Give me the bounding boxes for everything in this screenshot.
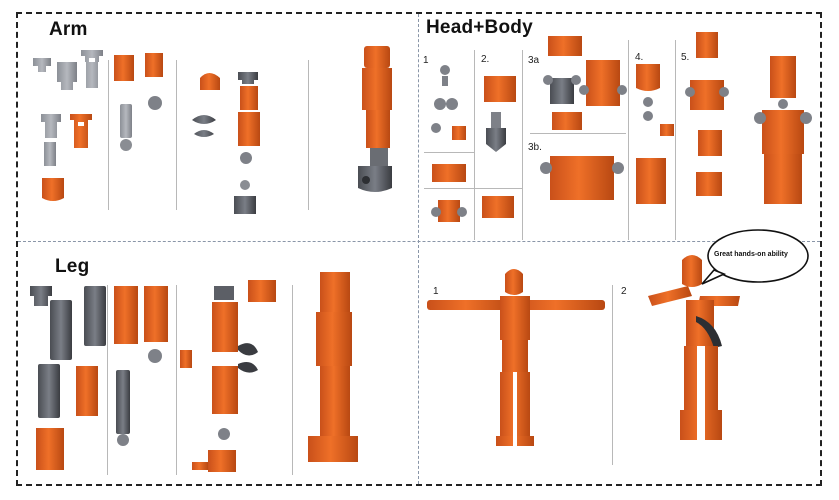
hb-step-2-parts — [482, 76, 516, 218]
leg-step-3-parts — [180, 280, 276, 472]
hb-assembled — [754, 56, 812, 204]
speech-bubble — [701, 229, 809, 285]
arm-section-title: Arm — [49, 19, 88, 40]
pose-step-2: 2 — [621, 286, 627, 297]
hb-step-1: 1 — [423, 55, 429, 66]
leg-section-title: Leg — [55, 256, 90, 277]
hb-step-3b: 3b. — [528, 142, 542, 153]
arm-step-separator — [108, 60, 109, 210]
hb-step-4-parts — [636, 64, 674, 204]
arm-step-separator — [308, 60, 309, 210]
instruction-frame — [16, 12, 822, 486]
arm-assembled — [358, 46, 392, 192]
hb-step-3a-parts — [543, 36, 627, 130]
arm-step-1-parts — [33, 50, 103, 201]
hb-step-separator — [675, 40, 676, 240]
leg-step-separator — [176, 285, 177, 475]
hb-step-separator — [628, 40, 629, 240]
hb-step-2: 2. — [481, 54, 490, 65]
arm-step-2-parts — [114, 53, 163, 151]
leg-step-separator — [292, 285, 293, 475]
arm-step-separator — [176, 60, 177, 210]
pose-step-1: 1 — [433, 286, 439, 297]
arm-step-3-parts — [192, 72, 260, 214]
speech-bubble-text: Great hands-on ability — [714, 251, 788, 258]
leg-step-separator — [107, 285, 108, 475]
pose-figure-1 — [427, 269, 605, 446]
hb-step-3a: 3a — [528, 55, 540, 66]
hb-step-3b-parts — [540, 156, 624, 200]
section-divider-vertical — [418, 14, 419, 484]
pose-step-separator — [612, 285, 613, 465]
hb-step-5: 5. — [681, 52, 690, 63]
leg-step-2-parts — [114, 286, 168, 446]
hb-step-4: 4. — [635, 52, 644, 63]
hb-step-separator — [530, 133, 626, 134]
leg-step-1-parts — [30, 286, 106, 470]
hb-step-separator — [474, 50, 475, 240]
hb-step-1-parts — [431, 65, 467, 222]
hb-step-separator — [424, 188, 522, 189]
hb-step-separator — [424, 152, 474, 153]
leg-assembled — [308, 272, 358, 462]
head-body-section-title: Head+Body — [426, 17, 533, 38]
pose-figure-2 — [648, 255, 740, 440]
hb-step-5-parts — [685, 32, 729, 196]
hb-step-separator — [522, 50, 523, 240]
section-divider-horizontal — [18, 241, 820, 242]
